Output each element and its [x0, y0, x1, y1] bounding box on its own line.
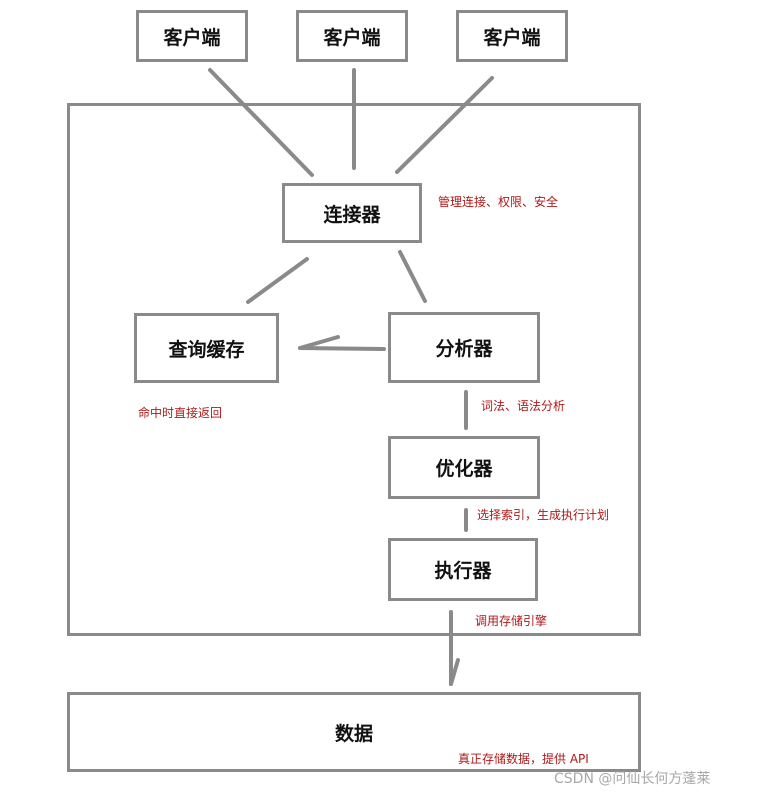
- optimizer-note: 选择索引，生成执行计划: [477, 508, 610, 522]
- optimizer-label: 优化器: [435, 458, 493, 480]
- client-label-2: 客户端: [323, 26, 381, 49]
- arrowhead-data: [449, 658, 460, 686]
- client-box-2: 客户端: [296, 10, 408, 62]
- connector-label: 连接器: [323, 203, 381, 226]
- executor-note: 调用存储引擎: [475, 614, 548, 628]
- connector-box: 连接器: [282, 183, 422, 243]
- mysql-server-boundary: [67, 103, 641, 636]
- edge-connector-cache: [246, 257, 309, 304]
- query-cache-note: 命中时直接返回: [138, 406, 223, 420]
- edge-analyzer-cache: [298, 346, 386, 351]
- optimizer-box: 优化器: [388, 436, 540, 499]
- edge-client3-connector: [395, 76, 494, 174]
- edge-connector-analyzer: [398, 250, 427, 303]
- connector-note: 管理连接、权限、安全: [438, 195, 559, 209]
- arrowhead-cache: [298, 335, 340, 350]
- data-note: 真正存储数据，提供 API: [458, 752, 589, 766]
- client-label-1: 客户端: [163, 26, 221, 49]
- client-box-3: 客户端: [456, 10, 568, 62]
- data-label: 数据: [334, 722, 373, 745]
- data-box: 数据: [67, 692, 641, 772]
- analyzer-note: 词法、语法分析: [481, 399, 566, 413]
- client-label-3: 客户端: [483, 26, 541, 49]
- executor-label: 执行器: [434, 560, 492, 582]
- edge-client1-connector: [208, 68, 314, 177]
- client-box-1: 客户端: [136, 10, 248, 62]
- analyzer-box: 分析器: [388, 312, 540, 383]
- watermark: CSDN @问仙长何方蓬莱: [554, 771, 711, 787]
- executor-box: 执行器: [388, 538, 538, 601]
- query-cache-box: 查询缓存: [134, 313, 279, 383]
- query-cache-label: 查询缓存: [168, 338, 245, 361]
- analyzer-label: 分析器: [435, 338, 493, 360]
